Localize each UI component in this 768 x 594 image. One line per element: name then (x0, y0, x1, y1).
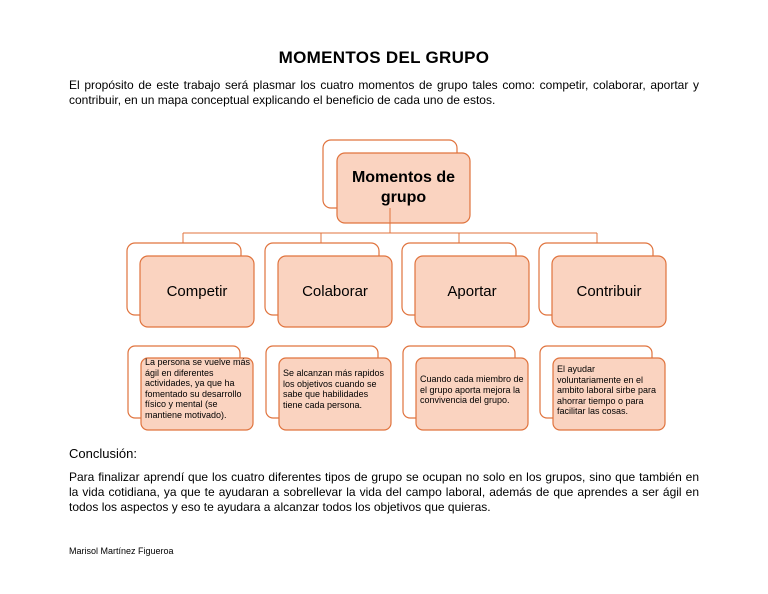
description-box-competir (127, 345, 254, 431)
moment-label-aportar: Aportar (447, 283, 497, 300)
moment-label-colaborar: Colaborar (302, 283, 368, 300)
conclusion-paragraph: Para finalizar aprendí que los cuatro di… (69, 470, 699, 514)
description-box-aportar (402, 345, 529, 431)
moment-label-competir: Competir (166, 283, 228, 300)
root-node-front (336, 152, 471, 224)
root-label-line2: grupo (380, 189, 427, 206)
description-competir: La persona se vuelve más ágil en diferen… (145, 357, 251, 420)
root-node (322, 139, 471, 224)
author-name: Marisol Martínez Figueroa (69, 546, 174, 556)
intro-paragraph: El propósito de este trabajo será plasma… (69, 78, 699, 107)
moment-node-competir (126, 242, 255, 328)
description-box-colaborar (265, 345, 392, 431)
connectors (182, 208, 598, 243)
description-aportar: Cuando cada miembro de el grupo aporta m… (420, 374, 524, 405)
moment-node-colaborar (264, 242, 393, 328)
description-contribuir: El ayudar voluntariamente en el ambito l… (557, 364, 657, 416)
conclusion-heading: Conclusión: (69, 446, 137, 461)
moment-node-contribuir (538, 242, 667, 328)
document-title: MOMENTOS DEL GRUPO (278, 48, 490, 67)
description-box-contribuir (539, 345, 666, 431)
root-node-label: Momentos de grupo (337, 153, 470, 223)
moment-node-aportar (401, 242, 530, 328)
moment-label-contribuir: Contribuir (576, 283, 642, 300)
root-label-line1: Momentos de (351, 169, 456, 186)
description-colaborar: Se alcanzan más rapidos los objetivos cu… (283, 368, 385, 410)
